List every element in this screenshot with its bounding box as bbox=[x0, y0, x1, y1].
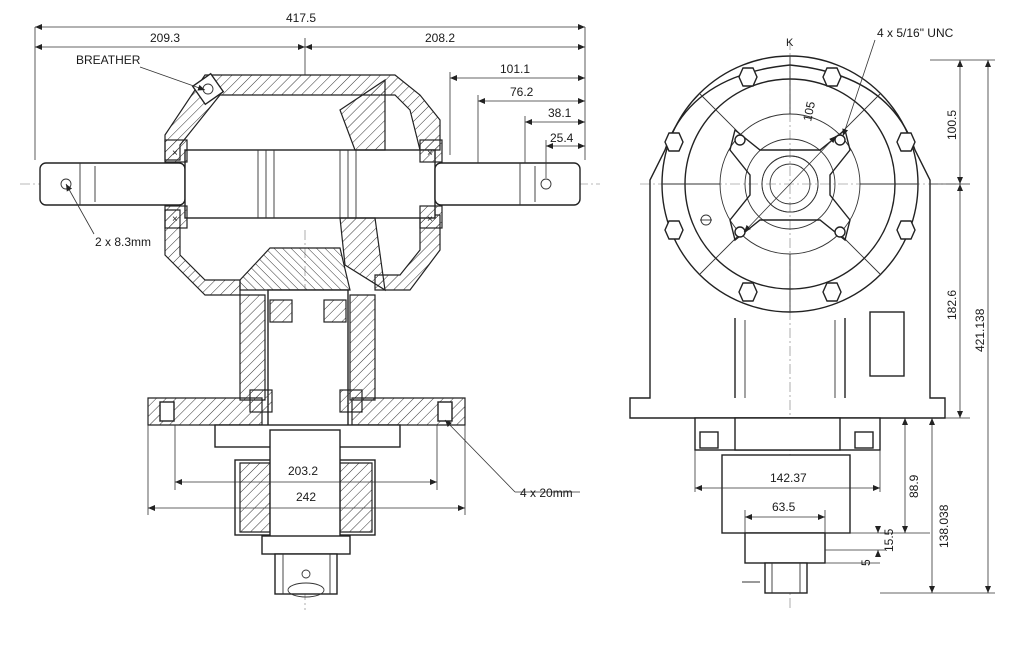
dim-overall-width: 417.5 bbox=[286, 11, 316, 25]
right-dimensions: K 4 x 5/16" UNC 105 100.5 182.6 421.138 … bbox=[694, 26, 995, 594]
section-mark: K bbox=[786, 37, 794, 49]
dim-25: 25.4 bbox=[550, 131, 574, 145]
dim-5: 5 bbox=[859, 559, 873, 566]
dim-101: 101.1 bbox=[500, 62, 530, 76]
svg-text:×: × bbox=[172, 148, 178, 159]
end-view bbox=[629, 40, 960, 610]
svg-text:×: × bbox=[427, 214, 433, 225]
dim-flange-outer: 242 bbox=[296, 490, 316, 504]
left-dimensions: 417.5 209.3 208.2 BREATHER 101.1 76.2 38… bbox=[34, 11, 586, 515]
dim-38: 38.1 bbox=[548, 106, 572, 120]
section-view: × × × × bbox=[20, 72, 600, 610]
pcd-label: 105 bbox=[800, 100, 818, 123]
dim-138: 138.038 bbox=[937, 504, 951, 548]
dim-flange: 142.37 bbox=[770, 471, 807, 485]
dim-88: 88.9 bbox=[907, 474, 921, 498]
dim-mid: 182.6 bbox=[945, 290, 959, 320]
dim-top: 100.5 bbox=[945, 110, 959, 140]
breather-label: BREATHER bbox=[76, 53, 141, 67]
svg-text:×: × bbox=[172, 214, 178, 225]
dim-overall-height: 421.138 bbox=[973, 308, 987, 352]
bolt-spec-label: 4 x 5/16" UNC bbox=[877, 26, 954, 40]
shaft-holes-label: 2 x 8.3mm bbox=[95, 235, 151, 249]
dim-15: 15.5 bbox=[882, 528, 896, 552]
svg-text:×: × bbox=[427, 148, 433, 159]
dim-76: 76.2 bbox=[510, 85, 534, 99]
flange-holes-label: 4 x 20mm bbox=[520, 486, 573, 500]
dim-hub: 63.5 bbox=[772, 500, 796, 514]
dim-flange-inner: 203.2 bbox=[288, 464, 318, 478]
dim-right-span: 208.2 bbox=[425, 31, 455, 45]
dim-left-span: 209.3 bbox=[150, 31, 180, 45]
perimeter-bolts bbox=[664, 67, 916, 302]
